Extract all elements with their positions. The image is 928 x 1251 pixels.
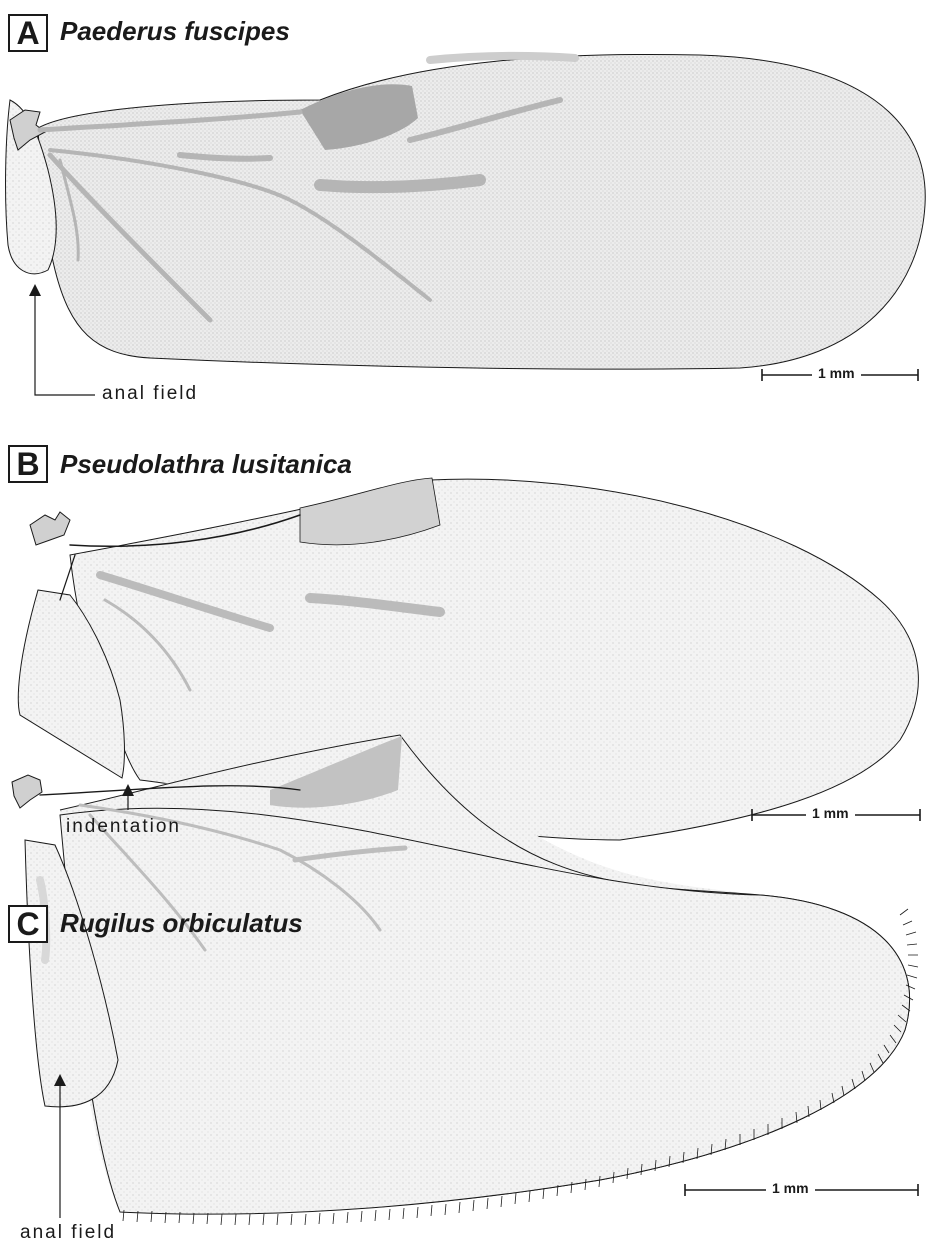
wing-b-base [30, 512, 70, 545]
scale-bar-label: 1 mm [812, 365, 861, 381]
wing-a [6, 54, 926, 369]
species-title: Rugilus orbiculatus [60, 906, 303, 940]
wing-c-main [60, 808, 910, 1214]
wing-a-membrane [38, 54, 925, 369]
panel-letter: B [8, 445, 48, 483]
anal-field-label: anal field [102, 383, 198, 405]
wing-b [18, 478, 918, 840]
indentation-label: indentation [66, 816, 181, 838]
wing-c-base [12, 775, 42, 808]
panel-letter: C [8, 905, 48, 943]
species-title: Paederus fuscipes [60, 14, 290, 48]
scale-bar-label: 1 mm [806, 805, 855, 821]
panel-letter: A [8, 14, 48, 52]
anal-field-label: anal field [20, 1222, 116, 1244]
scale-bar-label: 1 mm [766, 1180, 815, 1196]
species-title: Pseudolathra lusitanica [60, 447, 352, 481]
